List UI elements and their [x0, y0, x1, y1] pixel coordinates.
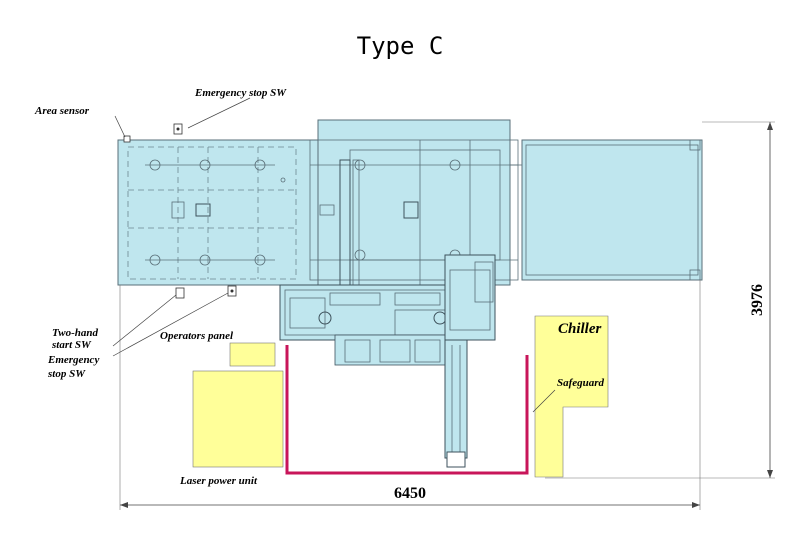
area-sensor-symbol	[123, 135, 131, 143]
emergency-stop-top-dot	[176, 127, 180, 131]
width-dimension: 6450	[394, 485, 426, 502]
chiller-label: Chiller	[558, 321, 602, 337]
two-hand-label-line1: Two-hand	[52, 327, 99, 339]
operators-panel-label: Operators panel	[160, 330, 234, 342]
operators-panel-box	[229, 342, 276, 367]
laser-power-unit-label: Laser power unit	[179, 475, 258, 487]
emergency-stop-lower-label-line1: Emergency	[47, 354, 99, 366]
leader-lines	[112, 97, 556, 413]
laser-power-unit-box	[192, 370, 284, 468]
safeguard-label: Safeguard	[557, 377, 605, 389]
two-hand-symbol	[175, 287, 185, 299]
left-table-area	[117, 139, 319, 286]
safeguard-fence	[285, 345, 529, 475]
center-cell-area	[309, 119, 519, 361]
emergency-stop-top-label: Emergency stop SW	[194, 87, 287, 99]
emergency-stop-lower-label-line2: stop SW	[47, 368, 86, 380]
two-hand-label-line2: start SW	[51, 339, 92, 351]
robot-conveyor-assembly	[279, 254, 496, 468]
chiller-box	[534, 315, 609, 478]
right-table-area	[510, 139, 703, 281]
diagram-title: Type C	[357, 32, 444, 60]
emergency-stop-lower-dot	[230, 289, 234, 293]
height-dimension: 3976	[749, 284, 766, 316]
dimension-lines	[119, 121, 775, 510]
area-sensor-label: Area sensor	[34, 105, 90, 117]
